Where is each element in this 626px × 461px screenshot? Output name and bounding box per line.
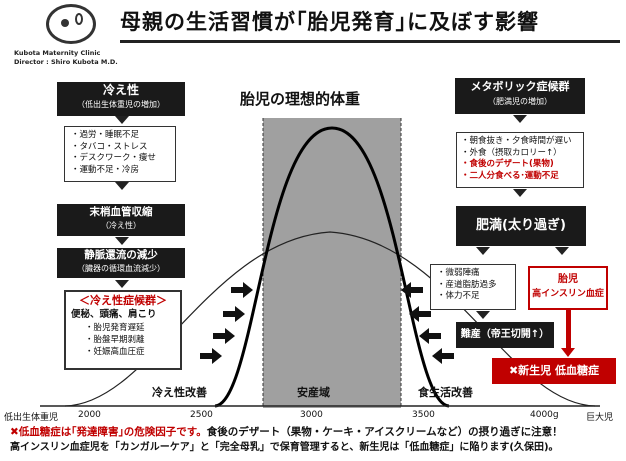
footer-note: ✖低血糖症は｢発達障害｣の危険因子です。食後のデザート（果物・ケーキ・アイスクリ… <box>10 425 563 455</box>
cold-syndrome-title: ＜冷え性症候群＞ <box>79 294 167 307</box>
arrow-down-right-3 <box>476 247 490 255</box>
arrow-right-1 <box>200 348 222 364</box>
arrow-down-right-5 <box>476 311 490 319</box>
arrow-left-2 <box>419 328 441 344</box>
cold-sensitivity-box: 冷え性 （低出生体重児の増加） <box>57 82 185 116</box>
arrow-right-2 <box>213 328 235 344</box>
logo-mark <box>75 13 83 25</box>
red-arrow-head <box>561 348 575 357</box>
venous-title: 静脈還流の減少 <box>84 249 158 261</box>
vasoconstriction-subtitle: （冷え性） <box>101 221 141 230</box>
labor-issue-2: ・産道脂肪過多 <box>437 279 497 290</box>
arrow-left-4 <box>401 282 423 298</box>
fetal-insulin-box: 胎児 高インスリン血症 <box>528 266 608 310</box>
syndrome-item-3: ・妊娠高血圧症 <box>85 347 145 357</box>
metabolic-title: メタボリック症候群 <box>470 80 570 93</box>
vasoconstriction-title: 末梢血管収縮 <box>89 206 153 218</box>
cold-cause-2: ・タバコ・ストレス <box>71 141 148 152</box>
right-arrows <box>401 282 454 364</box>
metabolic-cause-4: ・二人分食べる･運動不足 <box>461 170 559 181</box>
fetal-insulin-title: 胎児 <box>558 274 578 285</box>
cold-cause-4: ・運動不足・冷房 <box>71 164 140 175</box>
arrow-down-left-1 <box>115 116 129 124</box>
neonatal-hypoglycemia-box: ✖新生児 低血糖症 <box>492 358 616 384</box>
safe-zone-label: 安産域 <box>297 386 330 399</box>
metabolic-causes-list: ・朝食抜き・夕食時間が遅い ・外食（摂取カロリー↑） ・食後のデザート(果物) … <box>456 132 584 188</box>
metabolic-cause-2: ・外食（摂取カロリー↑） <box>461 147 562 158</box>
arrow-down-left-3 <box>115 237 129 245</box>
arrow-right-4 <box>231 282 253 298</box>
page-title: 母親の生活習慣が｢胎児発育｣に及ぼす影響 <box>120 6 620 43</box>
cold-syndrome-line: 便秘、頭痛、肩こり <box>71 309 157 320</box>
arrow-down-right-2 <box>513 189 527 197</box>
labor-issue-1: ・微弱陣痛 <box>437 268 480 278</box>
labor-issues-list: ・微弱陣痛 ・産道脂肪過多 ・体力不足 <box>430 264 516 310</box>
metabolic-cause-1: ・朝食抜き・夕食時間が遅い <box>461 136 572 146</box>
ideal-weight-title: 胎児の理想的体重 <box>240 90 361 108</box>
axis-tick-2000: 2000 <box>78 410 101 420</box>
clinic-name: Kubota Maternity Clinic <box>14 49 101 57</box>
safe-zone-band <box>263 118 401 408</box>
axis-tick-4000: 4000g <box>530 410 559 420</box>
clinic-logo <box>46 4 96 44</box>
labor-issue-3: ・体力不足 <box>437 291 480 301</box>
ideal-distribution-curve <box>214 126 450 408</box>
arrow-down-left-4 <box>115 280 129 288</box>
arrow-down-right-4 <box>555 247 569 255</box>
metabolic-cause-3: ・食後のデザート(果物) <box>461 159 554 169</box>
axis-tick-3500: 3500 <box>412 410 435 420</box>
red-connector <box>566 310 571 350</box>
arrow-left-1 <box>432 348 454 364</box>
arrow-down-right-1 <box>513 115 527 123</box>
arrow-down-left-2 <box>115 182 129 190</box>
footer-dessert-note: 食後のデザート（果物・ケーキ・アイスクリームなど）の摂り過ぎに注意！ <box>206 426 563 438</box>
axis-tick-3000: 3000 <box>300 410 323 420</box>
syndrome-item-2: ・胎盤早期剥離 <box>85 335 145 345</box>
footer-warning: ✖低血糖症は｢発達障害｣の危険因子です。 <box>10 426 207 438</box>
venous-return-box: 静脈還流の減少 （臓器の循環血流減少） <box>57 248 185 278</box>
right-improve-label: 食生活改善 <box>418 386 473 399</box>
cold-title: 冷え性 <box>102 83 139 97</box>
arrow-right-3 <box>223 306 245 322</box>
fetal-insulin-subtitle: 高インスリン血症 <box>532 289 604 299</box>
axis-tick-2500: 2500 <box>190 410 213 420</box>
clinic-director: Director : Shiro Kubota M.D. <box>14 58 118 66</box>
metabolic-syndrome-box: メタボリック症候群 （肥満児の増加） <box>455 78 585 114</box>
metabolic-subtitle: （肥満児の増加） <box>488 97 552 106</box>
difficult-delivery-box: 難産（帝王切開↑） <box>456 322 554 348</box>
vasoconstriction-box: 末梢血管収縮 （冷え性） <box>57 204 185 236</box>
footer-line-2: 高インスリン血症児を「カンガルーケア」と「完全母乳」で保育管理すると、新生児は「… <box>10 442 559 453</box>
clinic-info: Kubota Maternity Clinic Director : Shiro… <box>14 49 118 67</box>
cold-subtitle: （低出生体重児の増加） <box>77 100 165 109</box>
footer-line-1: ✖低血糖症は｢発達障害｣の危険因子です。食後のデザート（果物・ケーキ・アイスクリ… <box>10 425 563 440</box>
axis-right-end: 巨大児 <box>586 413 614 423</box>
cold-cause-3: ・デスクワーク・痩せ <box>71 153 156 163</box>
logo-dot <box>61 19 69 27</box>
cold-cause-1: ・過労・睡眠不足 <box>71 130 140 140</box>
arrow-left-3 <box>409 306 431 322</box>
cold-syndrome-box: ＜冷え性症候群＞ 便秘、頭痛、肩こり ・胎児発育遅延 ・胎盤早期剥離 ・妊娠高血… <box>64 290 182 370</box>
left-improve-label: 冷え性改善 <box>152 386 207 399</box>
obesity-box: 肥満(太り過ぎ) <box>456 206 586 246</box>
axis-left-end: 低出生体重児 <box>4 413 59 423</box>
syndrome-item-1: ・胎児発育遅延 <box>85 323 145 333</box>
venous-subtitle: （臓器の循環血流減少） <box>77 264 165 273</box>
left-arrows <box>200 282 253 364</box>
cold-causes-list: ・過労・睡眠不足 ・タバコ・ストレス ・デスクワーク・痩せ ・運動不足・冷房 <box>64 126 176 182</box>
